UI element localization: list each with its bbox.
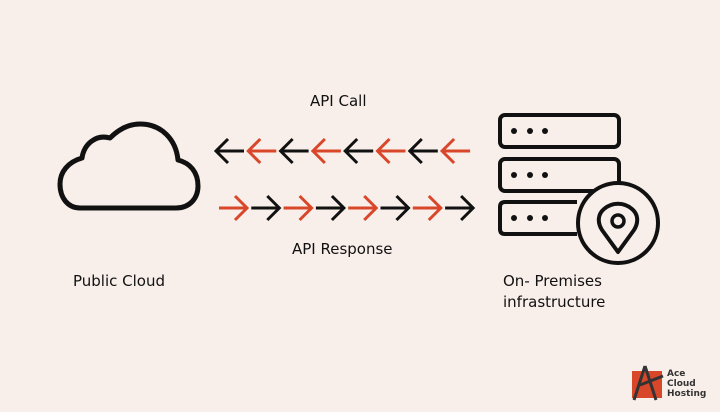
api-call-arrow xyxy=(310,137,341,165)
logo-line3: Hosting xyxy=(667,389,707,399)
api-call-arrow xyxy=(439,137,471,165)
api-response-arrow xyxy=(315,194,347,222)
api-response-arrow xyxy=(251,194,282,222)
cloud-icon xyxy=(57,121,201,211)
api-call-arrow xyxy=(278,137,309,165)
public-cloud-label: Public Cloud xyxy=(73,272,166,290)
server-dots xyxy=(511,128,548,221)
logo-line2: Cloud xyxy=(667,379,696,389)
api-response-label: API Response xyxy=(292,240,393,258)
on-prem-label-line2: infrastructure xyxy=(503,293,606,311)
api-call-arrow xyxy=(246,137,277,165)
api-response-arrow xyxy=(219,194,250,222)
api-call-arrow xyxy=(407,137,438,165)
on-prem-label-line1: On- Premises xyxy=(503,272,602,290)
logo-line1: Ace xyxy=(667,369,686,379)
api-call-arrow xyxy=(375,137,406,165)
api-response-arrow xyxy=(348,194,379,222)
location-pin-icon xyxy=(596,201,640,254)
api-response-arrow xyxy=(412,194,443,222)
api-response-arrow xyxy=(283,194,314,222)
api-call-arrow xyxy=(213,137,244,165)
logo-text: Ace Cloud Hosting xyxy=(667,369,706,399)
api-response-arrow xyxy=(380,194,411,222)
ace-logo-icon xyxy=(632,365,664,401)
server-stack-icon xyxy=(498,113,621,236)
location-circle xyxy=(576,181,660,265)
api-call-arrow xyxy=(343,137,374,165)
api-response-arrow xyxy=(445,194,476,222)
pin-center xyxy=(610,213,626,229)
api-call-label: API Call xyxy=(310,92,367,110)
